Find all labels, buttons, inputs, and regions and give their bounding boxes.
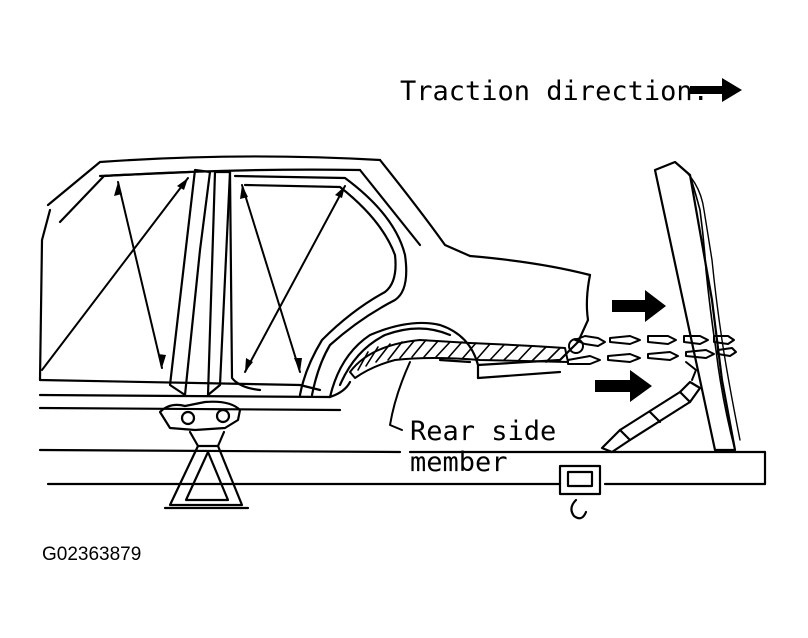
hydraulic-ram bbox=[600, 380, 702, 454]
traction-arrow-icon bbox=[690, 78, 742, 102]
car-body-outline bbox=[38, 155, 592, 412]
rear-side-member-label-line2: member bbox=[410, 447, 508, 478]
anchor-clamp bbox=[558, 464, 602, 520]
jack-stand bbox=[158, 400, 250, 510]
traction-legend: Traction direction: bbox=[400, 76, 742, 107]
traction-label: Traction direction: bbox=[400, 76, 709, 107]
figure-id: G02363879 bbox=[42, 544, 141, 565]
pull-chain bbox=[567, 335, 737, 381]
pull-tower bbox=[653, 160, 741, 452]
measurement-arrowheads bbox=[114, 178, 345, 372]
traction-arrow-lower bbox=[595, 370, 652, 402]
rear-side-member-label-line1: Rear side bbox=[410, 416, 556, 447]
diagonal-measurements bbox=[41, 177, 346, 373]
rear-side-member bbox=[349, 339, 569, 379]
traction-arrows bbox=[595, 290, 666, 402]
repair-bench bbox=[38, 448, 767, 486]
traction-arrow-upper bbox=[612, 290, 666, 322]
rear-side-member-leader bbox=[389, 361, 411, 431]
